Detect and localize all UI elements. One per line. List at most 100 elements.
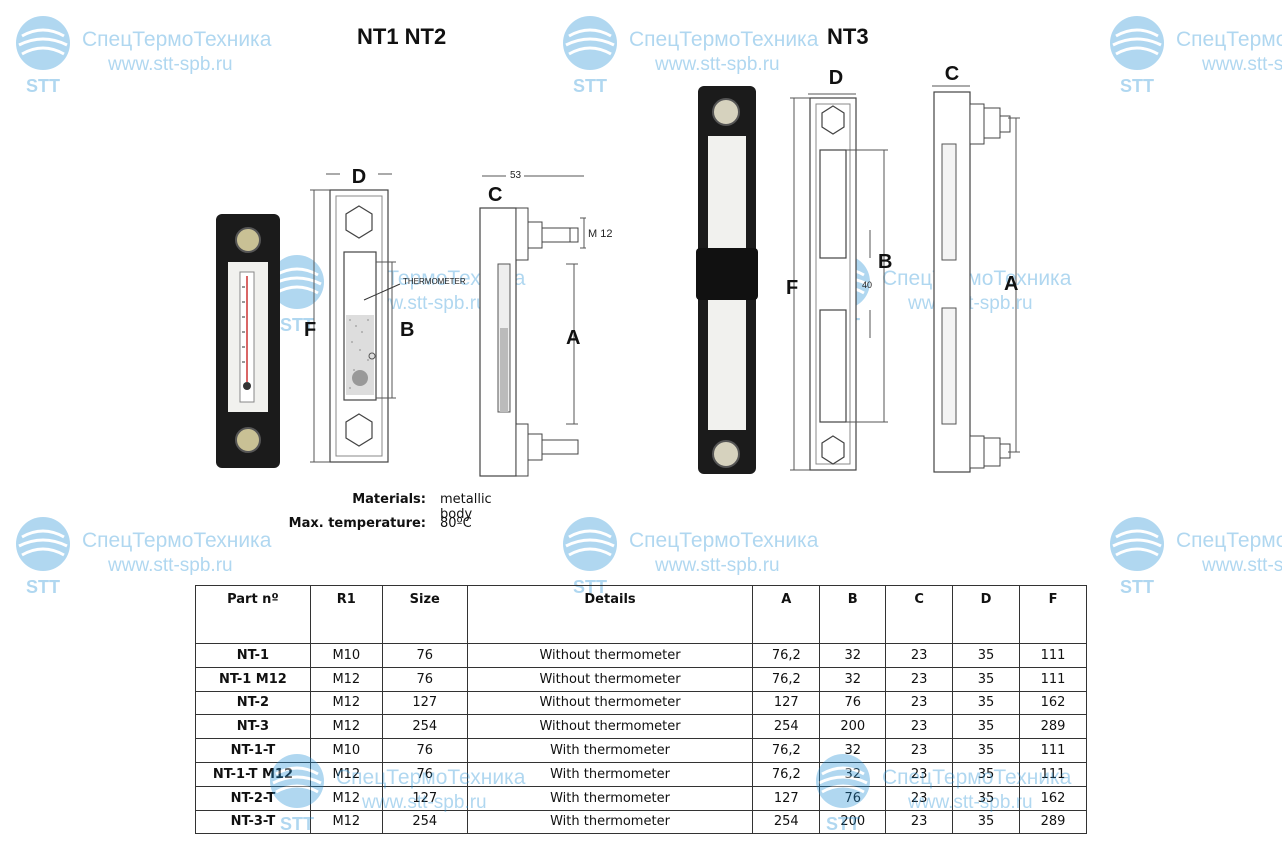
cell-a: 76,2 xyxy=(752,666,821,692)
cell-d: 35 xyxy=(952,714,1021,740)
watermark: STT СпецТермоТехника www.stt-spb.ru xyxy=(814,752,1094,832)
cell-f: 289 xyxy=(1019,714,1087,740)
label-a: A xyxy=(566,327,580,349)
nt1-side-drawing: 53 C M 12 A xyxy=(479,170,612,477)
cell-details: Without thermometer xyxy=(466,666,754,692)
watermark: STT СпецТермоТехника www.stt-spb.ru xyxy=(1108,515,1282,595)
heading-nt1-nt2: NT1 NT2 xyxy=(357,24,447,49)
spec-label: Materials: xyxy=(352,492,426,507)
cell-d: 35 xyxy=(952,809,1021,835)
cell-size: 127 xyxy=(381,785,468,811)
watermark-company: СпецТермоТехника xyxy=(882,267,1072,290)
watermark-logo-text: STT xyxy=(280,315,314,333)
cell-a: 127 xyxy=(752,785,821,811)
watermark-url: www.stt-spb.ru xyxy=(108,555,233,576)
stt-logo-icon: STT xyxy=(1110,517,1164,595)
heading-nt3: NT3 xyxy=(827,24,869,49)
cell-b: 200 xyxy=(819,809,887,835)
cell-a: 254 xyxy=(752,809,821,835)
watermark: STT СпецТермоТехника www.stt-spb.ru xyxy=(14,515,294,595)
cell-details: With thermometer xyxy=(466,761,754,787)
watermark-url: www.stt-spb.ru xyxy=(108,54,233,75)
cell-part-no: NT-2-T xyxy=(195,785,311,811)
table-row: NT-2 M12 127 Without thermometer 127 76 … xyxy=(195,690,1087,716)
table-row: NT-3 M12 254 Without thermometer 254 200… xyxy=(195,714,1087,740)
cell-part-no: NT-2 xyxy=(195,690,311,716)
cell-details: Without thermometer xyxy=(466,714,754,740)
cell-details: With thermometer xyxy=(466,738,754,763)
cell-b: 76 xyxy=(819,690,887,716)
spec-value: 80ºC xyxy=(440,516,472,531)
cell-d: 35 xyxy=(952,738,1021,763)
cell-f: 162 xyxy=(1019,690,1087,716)
watermark-company: СпецТермоТехника xyxy=(82,28,272,51)
watermark-logo-text: STT xyxy=(573,76,607,94)
label-f: F xyxy=(304,319,316,341)
watermark: STT СпецТермоТехника www.stt-spb.ru xyxy=(14,14,294,94)
spec-label: Max. temperature: xyxy=(288,516,426,531)
stt-logo-icon: STT xyxy=(16,517,70,595)
cell-d: 35 xyxy=(952,690,1021,716)
cell-f: 111 xyxy=(1019,666,1087,692)
cell-f: 111 xyxy=(1019,643,1087,668)
cell-b: 32 xyxy=(819,738,887,763)
cell-f: 162 xyxy=(1019,785,1087,811)
cell-f: 289 xyxy=(1019,809,1087,835)
cell-size: 127 xyxy=(381,690,468,716)
nt3-photo xyxy=(696,86,758,474)
stt-logo-icon: STT xyxy=(270,754,324,832)
cell-size: 254 xyxy=(381,714,468,740)
cell-r1: M12 xyxy=(309,785,383,811)
label-c: C xyxy=(945,63,959,85)
header-d: D xyxy=(952,585,1021,644)
cell-size: 76 xyxy=(381,643,468,668)
watermark-url: www.stt-spb.ru xyxy=(362,792,487,813)
cell-a: 76,2 xyxy=(752,738,821,763)
watermark-company: СпецТермоТехника xyxy=(1176,529,1282,552)
table-row: NT-1 M12 M12 76 Without thermometer 76,2… xyxy=(195,666,1087,692)
cell-details: Without thermometer xyxy=(466,643,754,668)
label-d: D xyxy=(352,166,366,188)
cell-part-no: NT-1 xyxy=(195,643,311,668)
nt1-front-drawing: D F B xyxy=(304,166,414,463)
watermark-logo-text: STT xyxy=(280,814,314,832)
watermark: STT СпецТермоТехника www.stt-spb.ru xyxy=(1108,14,1282,94)
cell-b: 32 xyxy=(819,643,887,668)
cell-part-no: NT-1-T M12 xyxy=(195,761,311,787)
watermark-company: СпецТермоТехника xyxy=(629,28,819,51)
stt-logo-icon: STT xyxy=(816,754,870,832)
cell-c: 23 xyxy=(885,643,954,668)
cell-d: 35 xyxy=(952,785,1021,811)
cell-c: 23 xyxy=(885,666,954,692)
cell-details: Without thermometer xyxy=(466,690,754,716)
label-b: B xyxy=(878,251,892,273)
watermark: STT СпецТермоТехника www.stt-spb.ru xyxy=(268,752,548,832)
cell-a: 76,2 xyxy=(752,643,821,668)
nt3-front-drawing: D F B 40 xyxy=(786,67,892,471)
watermark-company: СпецТермоТехника xyxy=(882,766,1072,789)
cell-part-no: NT-3-T xyxy=(195,809,311,835)
cell-c: 23 xyxy=(885,738,954,763)
cell-c: 23 xyxy=(885,785,954,811)
stt-logo-icon: STT xyxy=(1110,16,1164,94)
table-row: NT-2-T M12 127 With thermometer 127 76 2… xyxy=(195,785,1087,811)
table-row: NT-1 M10 76 Without thermometer 76,2 32 … xyxy=(195,643,1087,668)
spec-value: metallic body xyxy=(440,492,492,522)
label-d: D xyxy=(829,67,843,89)
cell-r1: M10 xyxy=(309,738,383,763)
watermark-logo-text: STT xyxy=(26,76,60,94)
cell-r1: M12 xyxy=(309,714,383,740)
cell-r1: M12 xyxy=(309,690,383,716)
watermark-url: www.stt-spb.ru xyxy=(655,555,780,576)
watermark-url: www.stt-spb.ru xyxy=(1202,555,1282,576)
stt-logo-icon: STT xyxy=(563,517,617,595)
nt3-side-drawing: C A xyxy=(932,63,1020,473)
watermark-logo-text: STT xyxy=(26,577,60,595)
cell-size: 76 xyxy=(381,666,468,692)
header-f: F xyxy=(1019,585,1087,644)
cell-b: 32 xyxy=(819,666,887,692)
cell-a: 127 xyxy=(752,690,821,716)
cell-r1: M10 xyxy=(309,643,383,668)
cell-size: 76 xyxy=(381,761,468,787)
label-b: B xyxy=(400,319,414,341)
